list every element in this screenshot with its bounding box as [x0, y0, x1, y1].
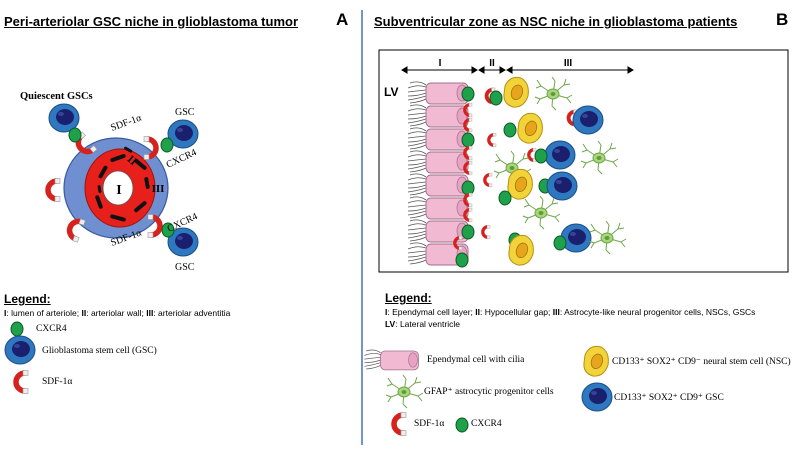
cxcr4-receptor: [160, 137, 174, 153]
legend-sdf1a-label: SDF-1α: [414, 419, 445, 429]
gsc-label: GSC: [175, 262, 195, 273]
sdf1a-magnet: [66, 217, 85, 243]
legend-nsc-icon: [583, 345, 609, 377]
legend-cxcr4-label: CXCR4: [471, 419, 502, 429]
zone-arrows: [401, 66, 634, 74]
legend-gsc-icon: [4, 335, 36, 365]
sdf1a-magnet: [48, 179, 60, 202]
zone-label-I: I: [439, 58, 442, 69]
panel-a-title: Peri-arteriolar GSC niche in glioblastom…: [4, 14, 299, 29]
legend-sdf1a-icon: [16, 371, 28, 394]
legend-gsc-icon: [581, 382, 613, 412]
panel-a-legend-line: I: lumen of arteriole; II: arteriolar wa…: [4, 308, 231, 318]
legend-gsc-label: Glioblastoma stem cell (GSC): [42, 346, 157, 356]
legend-cxcr4-icon: [455, 417, 469, 433]
panel-a-legend-heading: Legend:: [4, 292, 51, 306]
sdf1a-label: SDF-1α: [109, 112, 143, 134]
legend-sdf1a-label: SDF-1α: [42, 377, 73, 387]
legend-astrocyte-icon: [385, 374, 424, 409]
legend-astrocyte-label: GFAP⁺ astrocytic progenitor cells: [424, 387, 554, 397]
lv-label: LV: [384, 85, 398, 99]
legend-sdf1a-icon: [394, 413, 406, 436]
artery-label-I: I: [116, 183, 121, 198]
legend-nsc-label: CD133⁺ SOX2⁺ CD9⁻ neural stem cell (NSC): [612, 357, 791, 367]
legend-cxcr4-label: CXCR4: [36, 324, 67, 334]
quiescent-gscs-label: Quiescent GSCs: [20, 91, 93, 102]
zone-label-III: III: [564, 58, 573, 69]
artery-label-III: III: [152, 183, 165, 195]
legend-ependymal-icon: [363, 349, 419, 371]
legend-gsc-label: CD133⁺ SOX2⁺ CD9⁺ GSC: [614, 393, 724, 403]
arteriole: [63, 137, 169, 239]
legend-cxcr4-icon: [10, 321, 24, 337]
panel-b-legend-heading: Legend:: [385, 291, 432, 305]
panel-b-letter: B: [776, 10, 789, 29]
panel-b-title: Subventricular zone as NSC niche in glio…: [374, 14, 738, 29]
zone-label-II: II: [489, 58, 495, 69]
panel-b-legend-line1: I: Ependymal cell layer; II: Hypocellula…: [385, 307, 756, 317]
panel-b-legend-line2: LV: Lateral ventricle: [385, 319, 460, 329]
cxcr4-receptor: [68, 127, 82, 143]
legend-ependymal-label: Ependymal cell with cilia: [427, 355, 525, 365]
panel-a-letter: A: [336, 10, 349, 29]
gsc-label: GSC: [175, 107, 195, 118]
